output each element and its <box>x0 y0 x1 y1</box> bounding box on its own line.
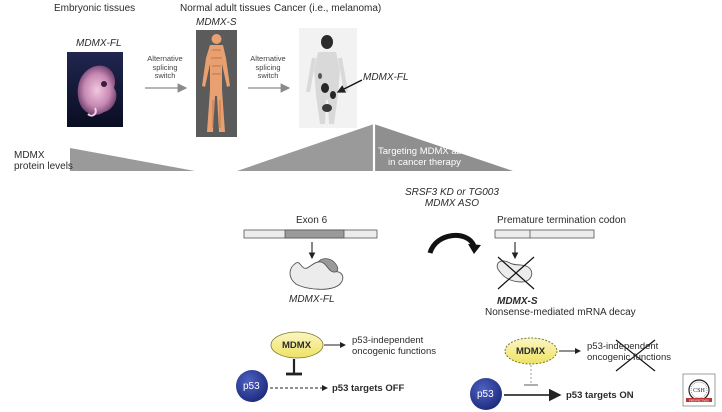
mdmx-node-right <box>504 337 558 365</box>
csh-logo: CSH PERSPECTIVES <box>682 373 716 407</box>
right-protein-label: MDMX-S <box>497 296 538 307</box>
decreasing-wedge <box>70 148 195 171</box>
isoform-s-adult: MDMX-S <box>196 17 237 28</box>
stage-cancer-label: Cancer (i.e., melanoma) <box>274 3 382 14</box>
p53-node-right <box>470 378 502 410</box>
svg-text:CSH: CSH <box>693 388 705 394</box>
left-protein-label: MDMX-FL <box>289 294 335 305</box>
mdmx-node-left <box>270 331 324 359</box>
exon6-label: Exon 6 <box>296 215 328 226</box>
exon6-transcript <box>243 229 378 239</box>
isoform-fl-embryo: MDMX-FL <box>76 38 122 49</box>
p53-targets-on-label: p53 targets ON <box>566 390 634 401</box>
mdmx-left-text: MDMX <box>282 340 312 351</box>
cancer-scan-image <box>299 28 363 128</box>
p53-left-text: p53 <box>243 381 260 392</box>
adult-body-image <box>196 30 237 137</box>
increasing-wedge <box>237 124 374 171</box>
switch-curved-arrow <box>427 232 477 254</box>
isoform-fl-cancer: MDMX-FL <box>363 72 409 83</box>
p53-targets-off-label: p53 targets OFF <box>332 383 405 394</box>
ptc-transcript <box>494 229 595 239</box>
svg-text:PERSPECTIVES: PERSPECTIVES <box>689 399 709 403</box>
p53-node-left <box>236 370 268 402</box>
ptc-label: Premature termination codon <box>497 215 626 226</box>
embryo-image <box>67 52 123 127</box>
mdmx-right-text: MDMX <box>516 346 546 357</box>
nmd-label: Nonsense-mediated mRNA decay <box>485 307 636 318</box>
stage-adult-label: Normal adult tissues <box>180 3 271 14</box>
targeting-band <box>374 124 513 171</box>
stage-embryonic-label: Embryonic tissues <box>54 3 136 14</box>
p53-right-text: p53 <box>477 389 494 400</box>
